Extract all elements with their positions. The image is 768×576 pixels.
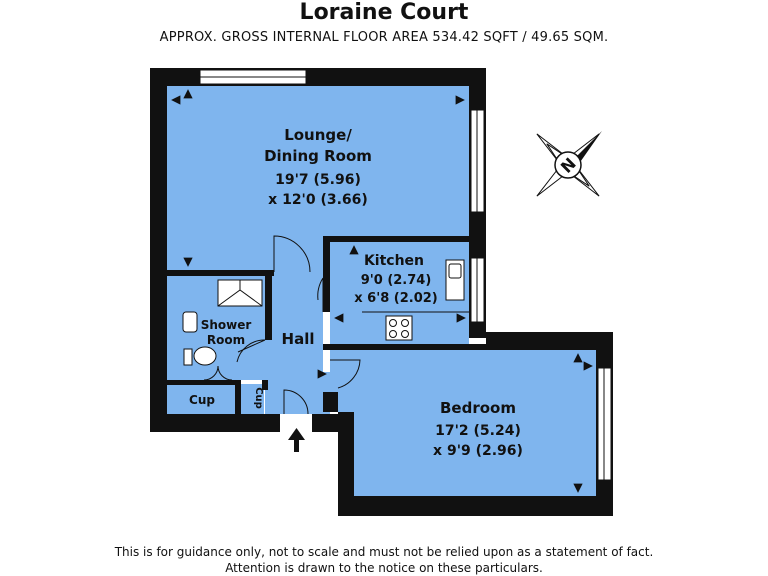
toilet-cistern [183, 348, 193, 366]
wall-bedroom-top [486, 332, 613, 350]
bedroom-name: Bedroom [440, 399, 516, 417]
hob-ring-2 [401, 319, 409, 327]
entrance-arrow-icon [288, 428, 305, 452]
cupboard-fill [167, 384, 236, 414]
hob-ring-1 [389, 319, 397, 327]
floor-area-subtitle: APPROX. GROSS INTERNAL FLOOR AREA 534.42… [159, 30, 609, 45]
wall-kitchen-top [323, 236, 469, 242]
arrow-bedroom-right [583, 361, 593, 371]
kitchen-sink-bowl [448, 263, 462, 279]
door-shower [236, 339, 266, 363]
room-labels: Lounge/ Dining Room 19'7 (5.96) x 12'0 (… [189, 126, 523, 459]
wall-kitchen-left [323, 236, 330, 312]
wall-cupboard-divider [235, 380, 241, 414]
front-door-gap [280, 414, 312, 432]
compass-icon: N [536, 131, 602, 197]
wall-bedroom-entry [323, 392, 338, 412]
arrow-kitchen-right [456, 313, 466, 323]
plan-title: Loraine Court [299, 0, 469, 25]
door-swings [203, 235, 361, 415]
cupboard-name: Cup [189, 393, 215, 407]
hob-ring-3 [389, 330, 397, 338]
wall-kitchen-bottom [323, 344, 486, 350]
small-cupboard-name: Cup [253, 387, 264, 409]
wall-bottom-left [150, 414, 280, 432]
arrow-kitchen-top [349, 245, 359, 255]
wall-cupboard-top [167, 380, 237, 385]
fixtures [182, 259, 469, 366]
kitchen-dim-2: x 6'8 (2.02) [354, 291, 437, 306]
walls [150, 68, 613, 516]
bedroom-fill [354, 350, 596, 496]
arrow-lounge-top [183, 89, 193, 99]
arrow-lounge-right [455, 95, 465, 105]
arrow-kitchen-left [334, 313, 344, 323]
door-front [283, 389, 309, 415]
door-cupboard [203, 365, 233, 381]
door-lounge [273, 235, 311, 273]
lounge-name-1: Lounge/ [284, 126, 352, 144]
shower-name-2: Room [207, 333, 245, 347]
door-bedroom [330, 359, 361, 389]
windows [199, 69, 612, 481]
wall-bedroom-bottom [338, 496, 613, 516]
disclaimer-line-1: This is for guidance only, not to scale … [114, 545, 654, 559]
arrow-bedroom-top [573, 353, 583, 363]
kitchen-name: Kitchen [364, 253, 424, 269]
arrow-lounge-left [171, 95, 181, 105]
lounge-name-2: Dining Room [264, 147, 372, 165]
lounge-dim-1: 19'7 (5.96) [275, 172, 361, 188]
wall-bedroom-left [338, 412, 354, 516]
shower-tray-lines [217, 280, 263, 307]
bedroom-dim-1: 17'2 (5.24) [435, 423, 521, 439]
wall-left [150, 68, 167, 432]
wall-small-cup-right [262, 380, 268, 390]
wall-hall-bottom-right [312, 414, 354, 432]
arrow-lounge-bottom [183, 257, 193, 267]
shower-name-1: Shower [201, 318, 252, 332]
toilet [193, 346, 217, 366]
wash-basin [182, 311, 198, 333]
hall-name: Hall [282, 330, 315, 348]
measurement-arrows [171, 89, 593, 493]
wall-lounge-divider-left [167, 270, 274, 276]
hob-ring-4 [401, 330, 409, 338]
door-kitchen [317, 277, 324, 312]
lounge-dim-2: x 12'0 (3.66) [268, 192, 368, 208]
hall-entry-fill [265, 372, 330, 414]
wall-shower-right [265, 276, 272, 340]
bedroom-dim-2: x 9'9 (2.96) [433, 443, 523, 459]
arrow-bedroom-bottom [573, 483, 583, 493]
small-cupboard-fill [240, 384, 264, 414]
kitchen-dim-1: 9'0 (2.74) [361, 273, 432, 288]
arrow-hall-right [317, 369, 327, 379]
disclaimer-line-2: Attention is drawn to the notice on thes… [225, 561, 543, 575]
